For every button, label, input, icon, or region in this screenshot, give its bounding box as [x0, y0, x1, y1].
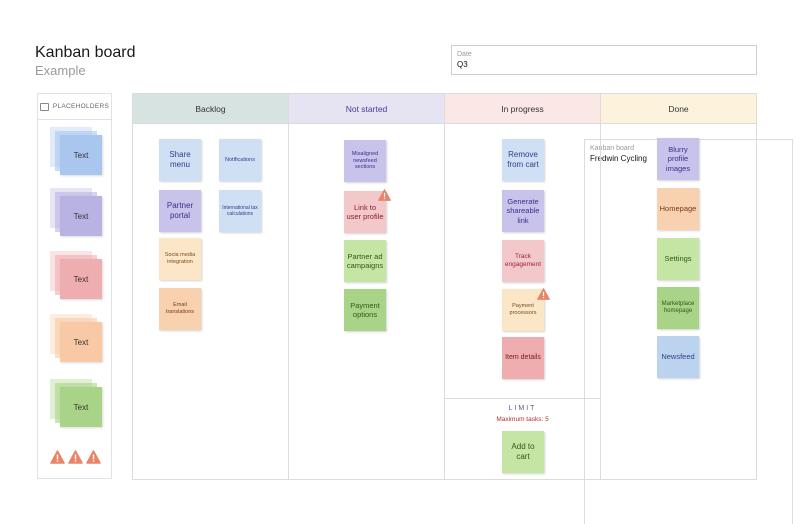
column-header-not-started[interactable]: Not started	[289, 94, 444, 124]
card-email-translations[interactable]: Email translations	[159, 288, 201, 330]
placeholder-stack-peach[interactable]: Text	[50, 314, 104, 362]
column-in-progress: In progress Remove from cart Generate sh…	[445, 94, 601, 479]
card-add-to-cart[interactable]: Add to cart	[502, 431, 544, 473]
card-partner-ad-campaigns[interactable]: Partner ad campaigns	[344, 240, 386, 282]
column-header-done[interactable]: Done	[601, 94, 756, 124]
card-homepage[interactable]: Homepage	[657, 188, 699, 230]
card-marketplace-homepage[interactable]: Marketplace homepage	[657, 287, 699, 329]
date-label: Date	[457, 51, 472, 58]
board-name-value: Fredwin Cycling	[590, 154, 647, 163]
card-item-details[interactable]: Item details	[502, 337, 544, 379]
card-notifications[interactable]: Notifications	[219, 139, 261, 181]
card-settings[interactable]: Settings	[657, 238, 699, 280]
limit-max-tasks: Maximum tasks: 5	[496, 416, 549, 423]
warning-icon[interactable]	[50, 450, 65, 464]
column-done: Done Blurry profile images Homepage Sett…	[601, 94, 756, 479]
placeholder-stack-green[interactable]: Text	[50, 379, 104, 427]
placeholder-note: Text	[60, 196, 102, 236]
card-misaligned-newsfeed[interactable]: Misaligned newsfeed sections	[344, 140, 386, 182]
placeholder-stack-purple[interactable]: Text	[50, 188, 104, 236]
card-payment-options[interactable]: Payment options	[344, 289, 386, 331]
board-name-label: Kanban board	[590, 145, 634, 152]
kanban-board: Backlog Share menu Notifications Partner…	[132, 93, 757, 480]
placeholders-header: PLACEHOLDERS	[38, 94, 111, 120]
warning-icon	[537, 288, 550, 300]
card-track-engagement[interactable]: Track engagement	[502, 240, 544, 282]
board-info-table: Kanban board Fredwin Cycling Date Q3	[451, 45, 793, 524]
placeholder-stack-pink[interactable]: Text	[50, 251, 104, 299]
placeholders-title: PLACEHOLDERS	[52, 103, 110, 110]
placeholder-note: Text	[60, 322, 102, 362]
column-not-started: Not started Misaligned newsfeed sections…	[289, 94, 445, 479]
column-header-backlog[interactable]: Backlog	[133, 94, 288, 124]
placeholder-note: Text	[60, 387, 102, 427]
placeholders-panel: PLACEHOLDERS Text Text Text Text Text	[37, 93, 112, 479]
card-link-user-profile[interactable]: Link to user profile	[344, 191, 386, 233]
card-newsfeed[interactable]: Newsfeed	[657, 336, 699, 378]
card-blurry-profile-images[interactable]: Blurry profile images	[657, 138, 699, 180]
placeholder-note: Text	[60, 135, 102, 175]
card-international-tax[interactable]: International tax calculations	[219, 190, 261, 232]
warning-icon[interactable]	[86, 450, 101, 464]
card-share-menu[interactable]: Share menu	[159, 139, 201, 181]
note-icon	[39, 102, 49, 111]
warning-icon	[378, 189, 391, 201]
date-value: Q3	[457, 60, 468, 69]
card-generate-shareable-link[interactable]: Generate shareable link	[502, 190, 544, 232]
limit-label: LIMIT	[508, 405, 537, 412]
column-backlog: Backlog Share menu Notifications Partner…	[133, 94, 289, 479]
placeholder-warnings	[50, 450, 101, 464]
card-payment-processors[interactable]: Payment processors	[502, 289, 544, 331]
card-remove-from-cart[interactable]: Remove from cart	[502, 139, 544, 181]
card-social-media[interactable]: Socia media integration	[159, 238, 201, 280]
page-title: Kanban board	[35, 44, 136, 61]
placeholder-stack-blue[interactable]: Text	[50, 127, 104, 175]
column-header-in-progress[interactable]: In progress	[445, 94, 600, 124]
warning-icon[interactable]	[68, 450, 83, 464]
page-subtitle: Example	[35, 63, 86, 78]
date-cell[interactable]: Date Q3	[452, 46, 756, 74]
placeholder-note: Text	[60, 259, 102, 299]
wip-limit-section: LIMIT Maximum tasks: 5 Add to cart	[445, 398, 600, 479]
card-partner-portal[interactable]: Partner portal	[159, 190, 201, 232]
